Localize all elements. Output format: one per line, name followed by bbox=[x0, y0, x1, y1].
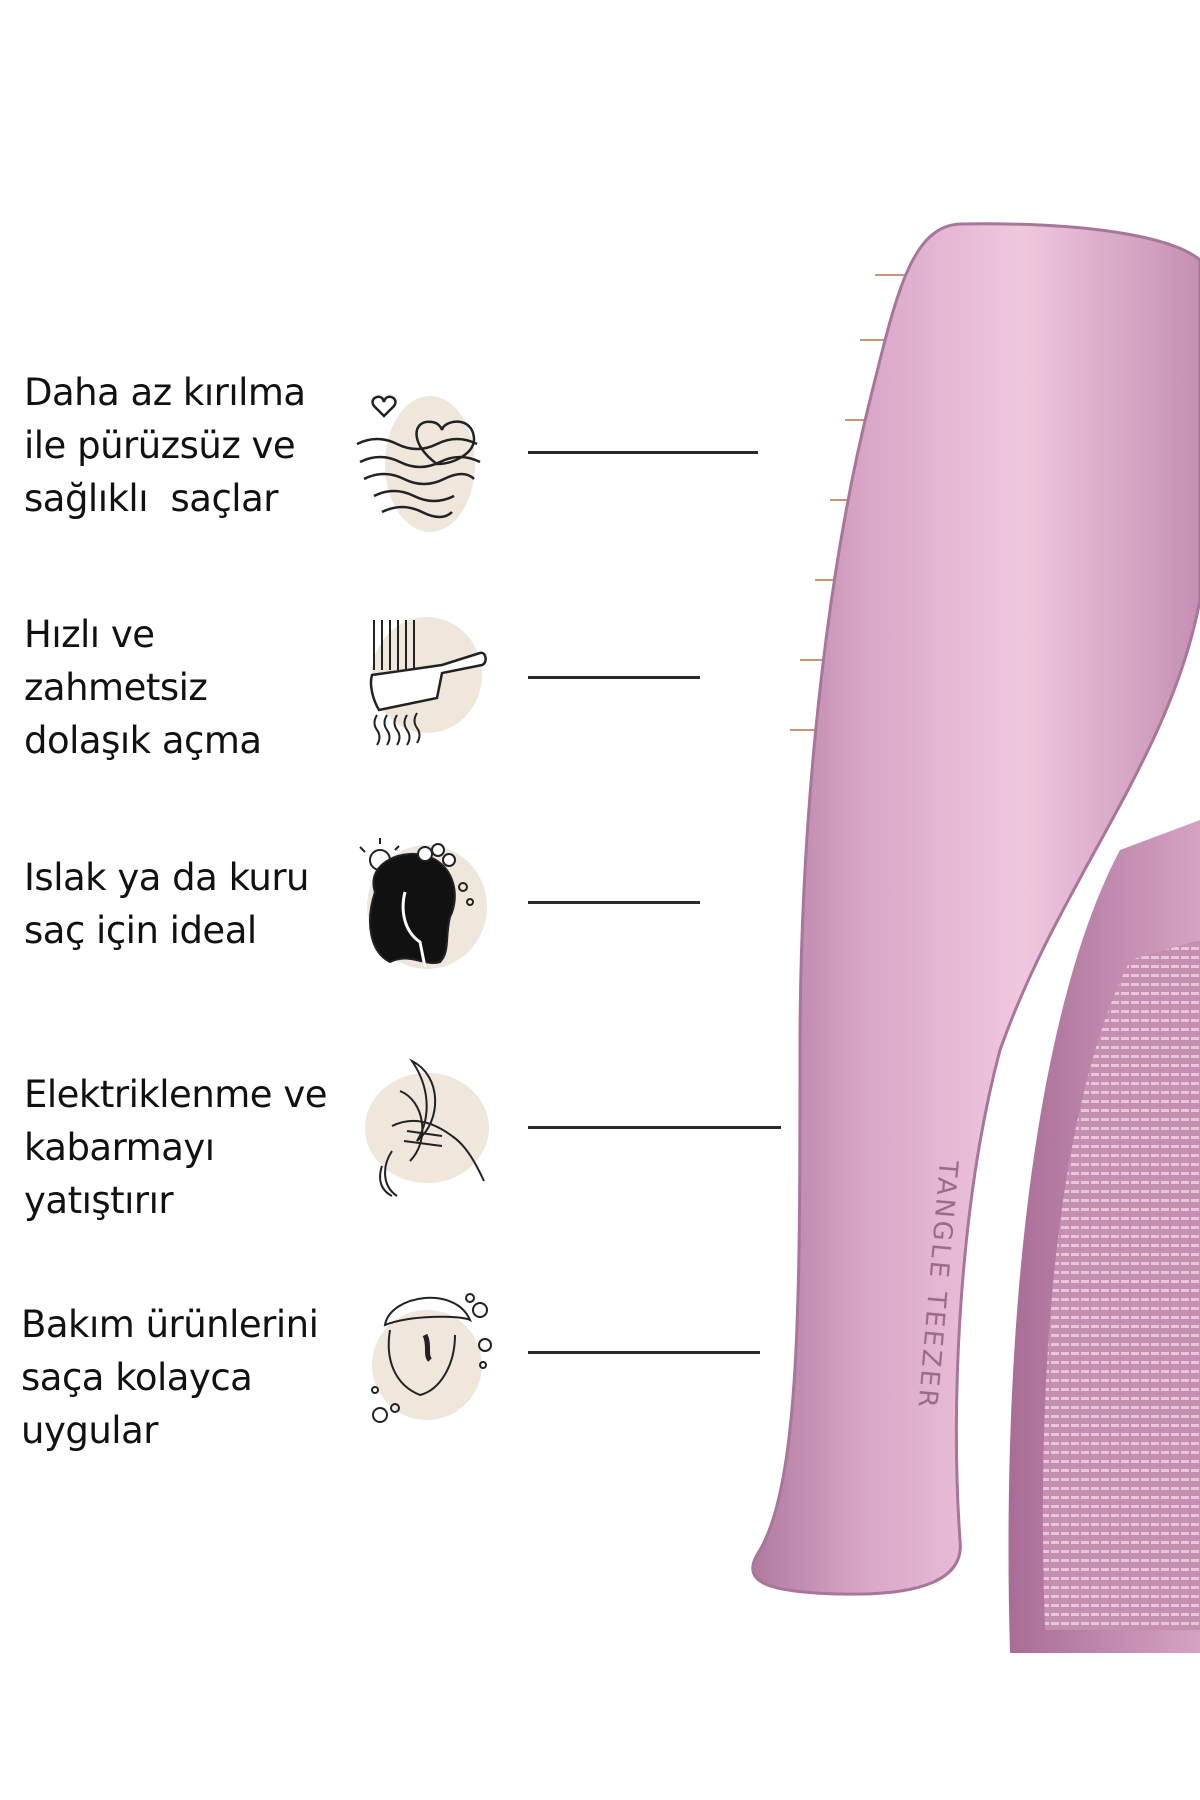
heart-waves-icon bbox=[356, 395, 481, 532]
connector-line bbox=[528, 676, 700, 679]
connector-line bbox=[528, 1126, 781, 1129]
feature-text-3: Islak ya da kuru saç için ideal bbox=[24, 851, 309, 957]
towel-head-icon bbox=[371, 1293, 492, 1423]
feature-text-5: Bakım ürünlerini saça kolayca uygular bbox=[21, 1298, 319, 1457]
feature-text-4: Elektriklenme ve kabarmayı yatıştırır bbox=[24, 1068, 328, 1227]
connector-line bbox=[528, 1351, 760, 1354]
feature-line: Hızlı ve bbox=[24, 613, 155, 656]
feature-text-1: Daha az kırılma ile pürüzsüz ve sağlıklı… bbox=[24, 366, 306, 525]
feature-line: kabarmayı bbox=[24, 1126, 215, 1169]
feature-line: sağlıklı saçlar bbox=[24, 477, 278, 520]
feature-line: ile pürüzsüz ve bbox=[24, 424, 296, 467]
brush-detangle-icon bbox=[369, 617, 487, 746]
feature-line: Islak ya da kuru bbox=[24, 856, 309, 899]
feature-line: yatıştırır bbox=[24, 1179, 174, 1222]
feature-line: saça kolayca bbox=[21, 1356, 253, 1399]
feature-line: Bakım ürünlerini bbox=[21, 1303, 319, 1346]
feature-line: Elektriklenme ve bbox=[24, 1073, 328, 1116]
connector-line bbox=[528, 451, 758, 454]
feature-line: dolaşık açma bbox=[24, 719, 262, 762]
hand-hair-icon bbox=[365, 1058, 489, 1197]
feature-line: uygular bbox=[21, 1409, 158, 1452]
connector-line bbox=[528, 901, 700, 904]
feature-line: Daha az kırılma bbox=[24, 371, 306, 414]
wet-hair-woman-icon bbox=[359, 838, 487, 969]
feature-text-2: Hızlı ve zahmetsiz dolaşık açma bbox=[24, 608, 262, 767]
feature-line: saç için ideal bbox=[24, 909, 257, 952]
feature-line: zahmetsiz bbox=[24, 666, 208, 709]
